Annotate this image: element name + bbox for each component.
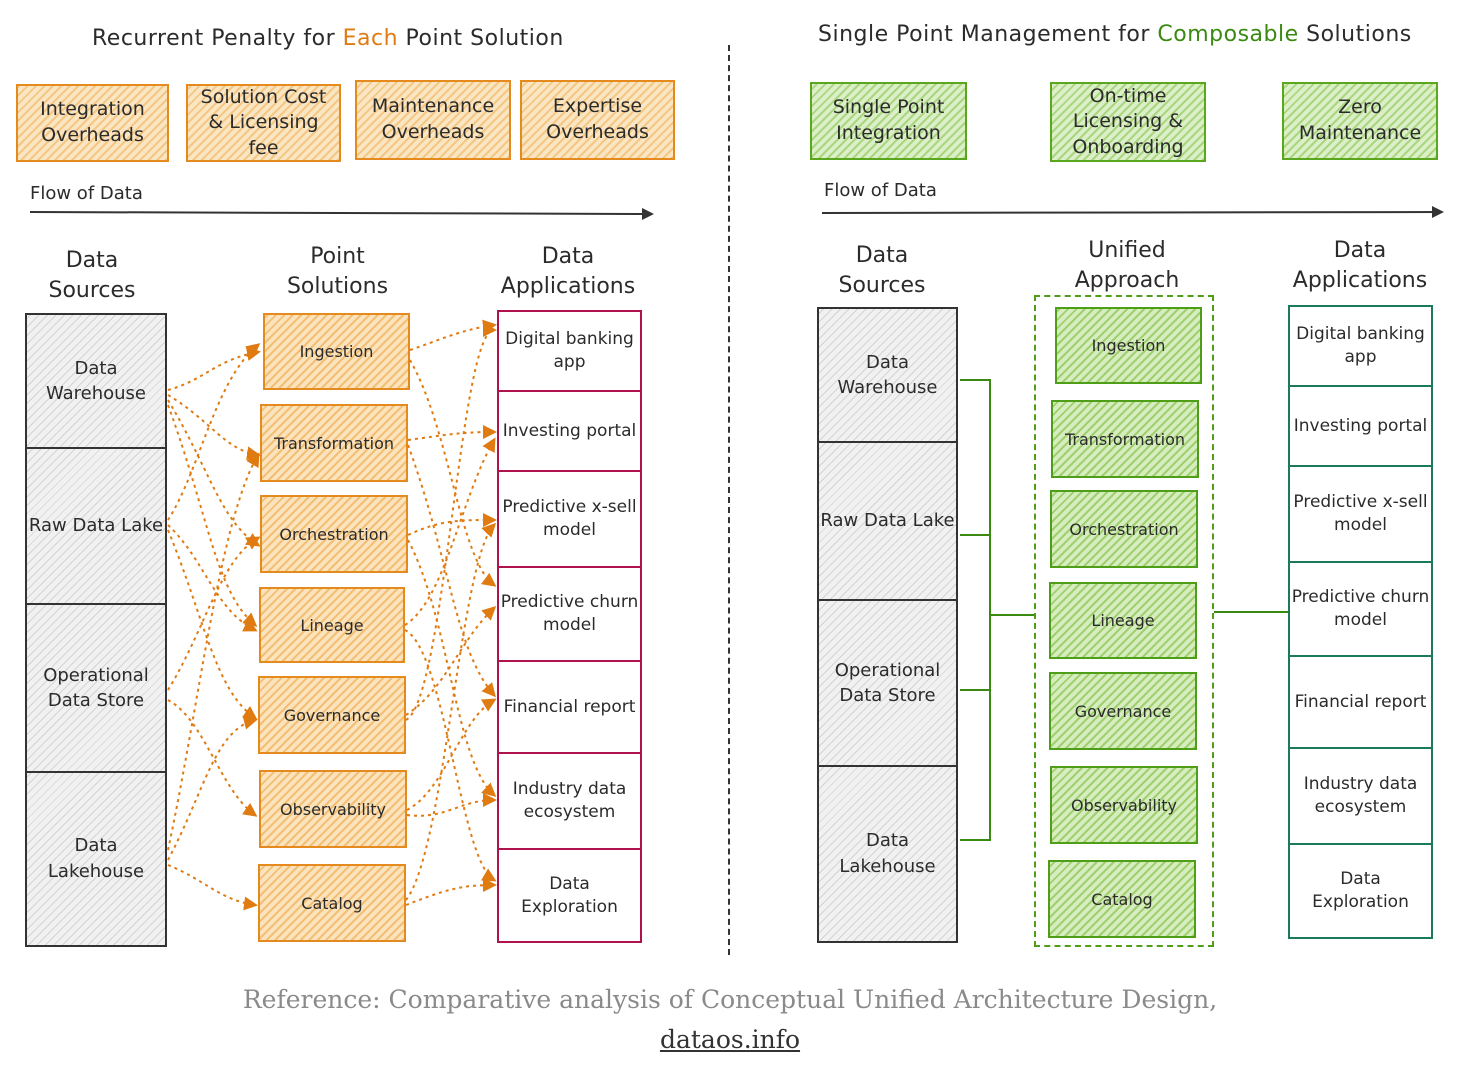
left-title-text-end: Point Solution <box>398 26 564 51</box>
ps-ingestion: Ingestion <box>263 313 410 390</box>
left-title: Recurrent Penalty for Each Point Solutio… <box>92 26 564 51</box>
app-investing-portal: Investing portal <box>499 392 640 472</box>
unified-catalog: Catalog <box>1048 860 1196 938</box>
ps-governance: Governance <box>258 676 406 754</box>
app-digital-banking: Digital banking app <box>499 312 640 392</box>
source-data-lakehouse: Data Lakehouse <box>47 835 145 882</box>
right-app-churn-model: Predictive churn model <box>1290 563 1431 657</box>
unified-observability: Observability <box>1050 766 1198 844</box>
right-flow-label: Flow of Data <box>824 180 937 201</box>
right-app-industry-ecosystem: Industry data ecosystem <box>1290 749 1431 845</box>
app-churn-model: Predictive churn model <box>499 568 640 662</box>
reference-link-text[interactable]: dataos.info <box>659 1025 801 1054</box>
right-header-apps: Data Applications <box>1292 238 1428 293</box>
left-header-apps: Data Applications <box>500 244 636 299</box>
right-title-accent: Composable <box>1157 22 1299 47</box>
unified-ingestion: Ingestion <box>1055 307 1202 384</box>
benefit-zero-maintenance: Zero Maintenance <box>1282 82 1438 160</box>
app-data-exploration: Data Exploration <box>521 873 618 917</box>
unified-orchestration: Orchestration <box>1050 490 1198 568</box>
right-apps-column: Digital banking app Investing portal Pre… <box>1288 305 1433 939</box>
left-sources-column: Data Warehouse Raw Data Lake Operational… <box>25 313 167 947</box>
right-app-data-exploration: Data Exploration <box>1312 869 1409 912</box>
right-title-text: Single Point Management for <box>818 22 1158 47</box>
unified-governance: Governance <box>1049 672 1197 750</box>
left-header-sources: Data Sources <box>48 248 136 303</box>
right-header-unified: Unified Approach <box>1074 238 1180 293</box>
penalty-maintenance: Maintenance Overheads <box>355 80 511 160</box>
left-app-arrows <box>404 319 497 906</box>
benefit-licensing: On-time Licensing & Onboarding <box>1050 82 1206 162</box>
right-app-digital-banking: Digital banking app <box>1290 307 1431 387</box>
app-industry-ecosystem: Industry data ecosystem <box>499 754 640 850</box>
right-title: Single Point Management for Composable S… <box>818 22 1412 47</box>
left-source-arrows <box>167 343 261 911</box>
left-header-point-solutions: Point Solutions <box>286 244 389 299</box>
right-app-financial-report: Financial report <box>1290 657 1431 749</box>
reference-caption: Reference: Comparative analysis of Conce… <box>242 985 1218 1014</box>
right-header-sources: Data Sources <box>838 243 926 298</box>
penalty-cost: Solution Cost & Licensing fee <box>186 84 341 162</box>
app-financial-report: Financial report <box>499 662 640 754</box>
left-title-text: Recurrent Penalty for <box>92 26 343 51</box>
right-source-data-warehouse: Data Warehouse <box>819 309 956 443</box>
source-operational-data-store: Operational Data Store <box>27 605 165 773</box>
right-app-investing-portal: Investing portal <box>1290 387 1431 467</box>
source-raw-data-lake: Raw Data Lake <box>27 449 165 605</box>
right-sources-column: Data Warehouse Raw Data Lake Operational… <box>817 307 958 943</box>
penalty-integration: Integration Overheads <box>16 84 169 162</box>
left-flow-arrow <box>29 207 654 220</box>
ps-transformation: Transformation <box>260 404 408 482</box>
unified-transformation: Transformation <box>1051 400 1199 478</box>
right-source-raw-data-lake: Raw Data Lake <box>819 443 956 601</box>
right-title-text-end: Solutions <box>1298 22 1412 47</box>
penalty-expertise: Expertise Overheads <box>520 80 675 160</box>
ps-lineage: Lineage <box>259 587 405 663</box>
app-x-sell-model: Predictive x-sell model <box>499 472 640 568</box>
ps-observability: Observability <box>259 770 407 848</box>
right-bracket-connectors <box>960 379 1288 841</box>
panel-divider <box>728 45 730 955</box>
left-apps-column: Digital banking app Investing portal Pre… <box>497 310 642 943</box>
left-title-accent: Each <box>342 26 399 51</box>
ps-catalog: Catalog <box>258 864 406 942</box>
reference-link[interactable]: dataos.info <box>0 1025 1460 1054</box>
unified-lineage: Lineage <box>1049 582 1197 659</box>
left-flow-label: Flow of Data <box>30 183 143 204</box>
source-data-warehouse: Data Warehouse <box>27 315 165 449</box>
ps-orchestration: Orchestration <box>260 495 408 573</box>
right-source-operational-data-store: Operational Data Store <box>819 601 956 767</box>
right-flow-arrow <box>821 206 1444 219</box>
right-source-data-lakehouse: Data Lakehouse <box>839 830 936 877</box>
right-app-x-sell-model: Predictive x-sell model <box>1290 467 1431 563</box>
benefit-single-integration: Single Point Integration <box>810 82 967 160</box>
unified-approach-frame <box>1034 295 1214 947</box>
